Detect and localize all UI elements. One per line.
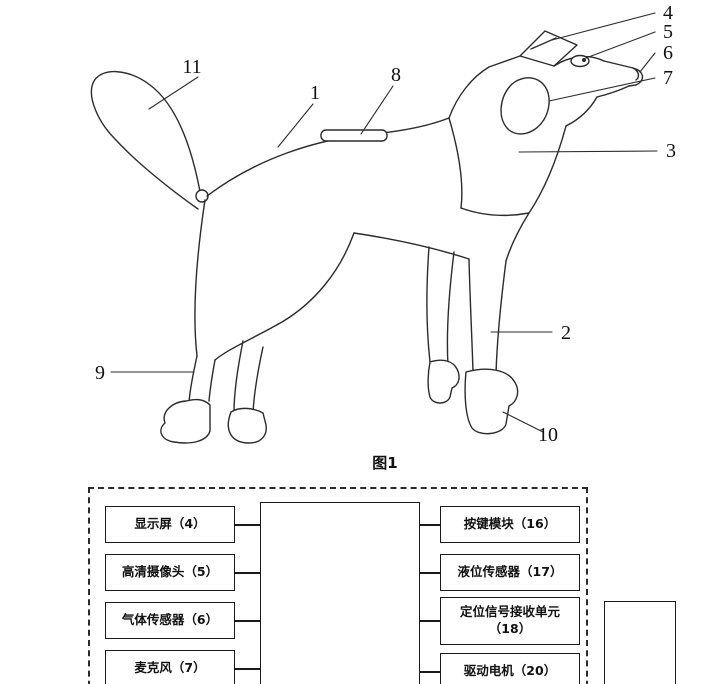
callout-line-8	[360, 85, 394, 135]
box-display-screen: 显示屏（4）	[105, 506, 235, 543]
callout-line-4	[551, 12, 656, 41]
dog-eye	[570, 54, 590, 68]
dog-ear-side-patch	[500, 77, 550, 135]
connector-liquid-level-sensor	[420, 572, 440, 574]
figure1-caption: 图1	[372, 454, 398, 472]
box-drive-motor: 驱动电机（20）	[440, 653, 580, 684]
dog-front-sock2	[427, 359, 460, 404]
box-drive-motor-label: 驱动电机（20）	[463, 663, 557, 679]
dog-collar-bottom	[460, 207, 530, 216]
dog-front-leg-front-edge	[495, 260, 507, 375]
dog-rear-leg2-back	[252, 346, 264, 414]
callout-label-6: 6	[663, 42, 673, 64]
callout-line-6	[639, 52, 656, 73]
dog-rear-lower-leg-back	[188, 355, 198, 403]
box-positioning-signal-receiver-number: （18）	[488, 621, 532, 636]
dog-front-leg2-front	[446, 251, 455, 366]
callout-label-8: 8	[391, 64, 401, 86]
callout-line-3	[518, 150, 658, 153]
side-module-box	[604, 601, 676, 684]
callout-line-5	[585, 31, 656, 59]
callout-labels: 11 1 8 4 5 6 7 3 2 10 9	[95, 2, 676, 446]
callout-label-2: 2	[561, 322, 571, 344]
box-display-screen-label: 显示屏（4）	[134, 516, 206, 532]
dog-ear-top	[519, 30, 578, 67]
connector-gas-sensor	[235, 620, 260, 622]
dog-rear-sock2	[227, 407, 267, 444]
box-hd-camera-label: 高清摄像头（5）	[121, 564, 219, 580]
connector-positioning-signal-receiver	[420, 620, 440, 622]
dog-jaw	[565, 96, 598, 127]
connector-key-module	[420, 524, 440, 526]
box-liquid-level-sensor-label: 液位传感器（17）	[457, 564, 563, 580]
central-control-box	[260, 502, 420, 684]
dog-chest	[505, 125, 567, 262]
dog-front-leg-back-edge	[468, 258, 474, 373]
dog-collar-back	[448, 117, 463, 209]
dog-front-leg2-back	[426, 246, 431, 363]
connector-microphone	[235, 668, 260, 670]
callout-label-9: 9	[95, 362, 105, 384]
dog-rear-leg2-front	[233, 340, 244, 413]
callout-label-1: 1	[310, 82, 320, 104]
box-key-module-label: 按键模块（16）	[463, 516, 557, 532]
callout-label-7: 7	[663, 67, 673, 89]
callout-line-11	[148, 76, 199, 110]
figure1-dog-drawing: 11 1 8 4 5 6 7 3 2 10 9	[90, 2, 676, 446]
dog-pupil	[582, 58, 586, 62]
box-microphone: 麦克风（7）	[105, 650, 235, 684]
dog-rear-back-edge	[194, 199, 206, 357]
dog-nose	[632, 67, 640, 81]
callout-label-3: 3	[666, 140, 676, 162]
dog-belly	[353, 232, 470, 260]
callout-label-4: 4	[663, 2, 673, 24]
callout-lines	[110, 12, 658, 433]
dog-front-sock	[464, 368, 519, 435]
dog-mouth	[596, 85, 630, 98]
connector-hd-camera	[235, 572, 260, 574]
callout-label-11: 11	[182, 56, 201, 78]
callout-line-10	[502, 411, 544, 433]
dog-neck-top	[448, 55, 521, 119]
box-liquid-level-sensor: 液位传感器（17）	[440, 554, 580, 591]
callout-label-5: 5	[663, 21, 673, 43]
box-positioning-signal-receiver-label: 定位信号接收单元	[459, 604, 560, 620]
box-gas-sensor: 气体传感器（6）	[105, 602, 235, 639]
box-microphone-label: 麦克风（7）	[134, 660, 206, 676]
dog-outline	[90, 30, 644, 444]
block-diagram: 显示屏（4） 高清摄像头（5） 气体传感器（6） 麦克风（7） 按键模块（16）…	[88, 487, 588, 684]
box-gas-sensor-label: 气体传感器（6）	[121, 612, 219, 628]
dog-rear-sock	[160, 398, 211, 444]
connector-display-screen	[235, 524, 260, 526]
callout-label-10: 10	[538, 424, 558, 446]
box-key-module: 按键模块（16）	[440, 506, 580, 543]
callout-line-1	[277, 103, 314, 148]
box-positioning-signal-receiver: 定位信号接收单元 （18）	[440, 597, 580, 645]
dog-thigh-front	[214, 232, 355, 361]
dog-tail	[90, 70, 202, 210]
callout-line-7	[548, 77, 656, 102]
dog-rear-lower-leg-front	[208, 359, 216, 402]
connector-drive-motor	[420, 671, 440, 673]
box-hd-camera: 高清摄像头（5）	[105, 554, 235, 591]
back-device	[320, 129, 388, 142]
dog-tail-base	[195, 189, 209, 203]
